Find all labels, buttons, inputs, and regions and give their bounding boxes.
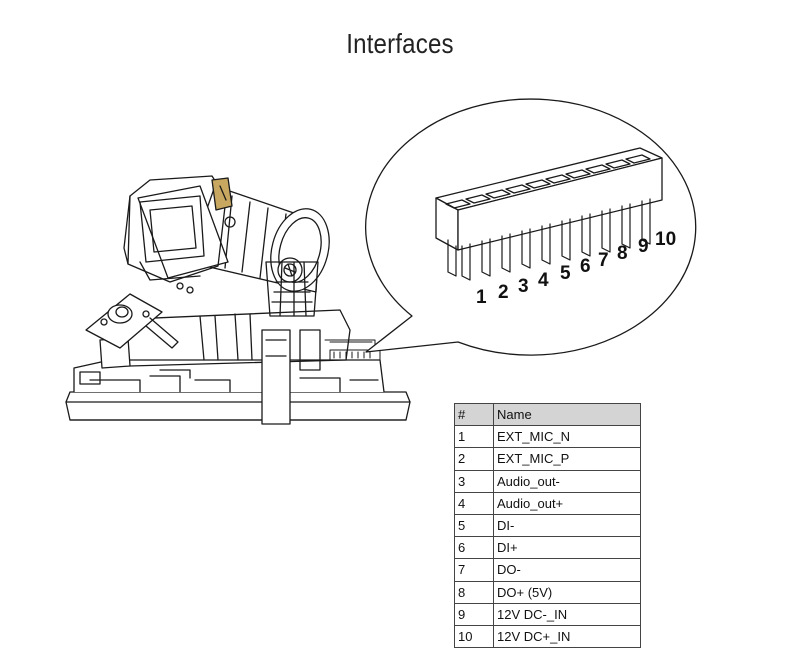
- terminal-block-connector: [435, 147, 663, 281]
- pin-name-cell: 12V DC-_IN: [493, 602, 641, 626]
- table-row: 2 EXT_MIC_P: [454, 447, 641, 471]
- table-row: 7 DO-: [454, 558, 641, 582]
- pin-number-cell: 3: [454, 469, 494, 493]
- pin-number-cell: 1: [454, 425, 494, 449]
- pin-label: 1: [476, 287, 487, 308]
- pin-number-cell: 4: [454, 491, 494, 515]
- pin-label: 6: [580, 256, 591, 277]
- pin-name-cell: EXT_MIC_P: [493, 447, 641, 471]
- pin-label: 9: [638, 236, 649, 257]
- pin-label: 2: [498, 282, 509, 303]
- camera-module-drawing: [65, 175, 411, 425]
- pin-number-cell: 7: [454, 558, 494, 582]
- pin-name-cell: Audio_out-: [493, 469, 641, 493]
- pin-number-cell: 9: [454, 602, 494, 626]
- table-row: 8 DO+ (5V): [454, 580, 641, 604]
- pin-name-cell: DI-: [493, 513, 641, 538]
- pin-number-cell: 10: [454, 624, 494, 649]
- table-row: 1 EXT_MIC_N: [454, 425, 641, 449]
- page-title: Interfaces: [346, 28, 454, 59]
- pin-number-cell: 8: [454, 580, 494, 604]
- table-row: 9 12V DC-_IN: [454, 602, 641, 626]
- column-header-number: #: [454, 402, 494, 427]
- pin-name-cell: DO-: [493, 558, 641, 582]
- table-row: 4 Audio_out+: [454, 491, 641, 515]
- pin-label: 8: [617, 243, 628, 264]
- pin-assignment-table: # Name 1 EXT_MIC_N 2 EXT_MIC_P 3 Audio_o…: [454, 402, 641, 649]
- column-header-name: Name: [493, 402, 641, 427]
- table-header-row: # Name: [454, 402, 641, 427]
- pin-label: 10: [655, 229, 676, 250]
- pin-name-cell: EXT_MIC_N: [493, 425, 641, 449]
- pin-number-cell: 5: [454, 513, 494, 538]
- pin-number-cell: 6: [454, 536, 494, 560]
- pin-label: 5: [560, 263, 571, 284]
- table-row: 3 Audio_out-: [454, 469, 641, 493]
- pin-name-cell: Audio_out+: [493, 491, 641, 515]
- pin-name-cell: 12V DC+_IN: [493, 624, 641, 649]
- pin-number-cell: 2: [454, 447, 494, 471]
- pin-number-labels: 1 2 3 4 5 6 7 8 9 10: [476, 229, 676, 308]
- table-row: 10 12V DC+_IN: [454, 624, 641, 649]
- pin-name-cell: DI+: [493, 536, 641, 560]
- pin-label: 4: [538, 270, 549, 291]
- pin-name-cell: DO+ (5V): [493, 580, 641, 604]
- table-row: 5 DI-: [454, 513, 641, 538]
- pin-label: 3: [518, 276, 529, 297]
- pin-label: 7: [598, 250, 609, 271]
- table-row: 6 DI+: [454, 536, 641, 560]
